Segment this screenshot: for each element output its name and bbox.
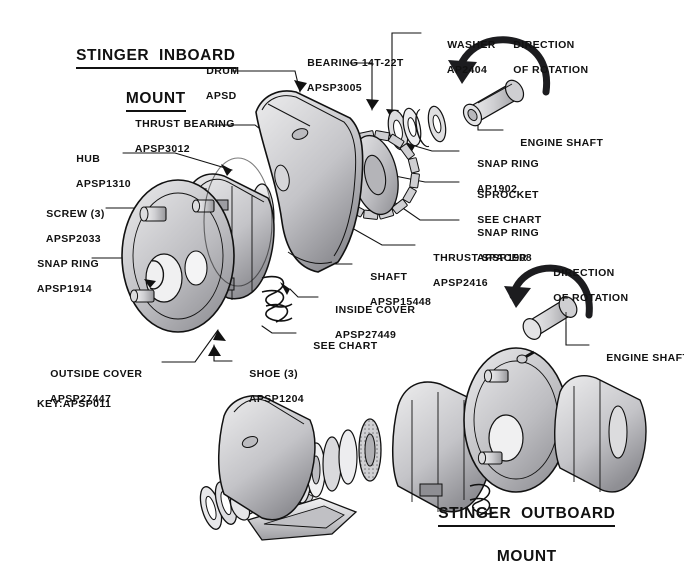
label-snap-ring-1902-line2: AP1902 bbox=[476, 182, 518, 195]
label-hub: HUB APSP1310 bbox=[63, 140, 131, 203]
label-shoe: SHOE (3) APSP1204 bbox=[236, 355, 304, 418]
label-snap-ring-1914-line2: APSP1914 bbox=[36, 282, 93, 295]
key-text: KEY:APSP011 bbox=[37, 398, 112, 410]
label-shaft: SHAFT APSP15448 bbox=[357, 258, 431, 321]
label-thrust-bearing: THRUST BEARING APSP3012 bbox=[122, 105, 235, 168]
label-inside-cover: INSIDE COVER APSP27449 bbox=[322, 291, 415, 354]
label-direction-top-line2: OF ROTATION bbox=[513, 63, 589, 76]
label-thrust-bearing-line1: THRUST BEARING bbox=[135, 117, 235, 130]
label-thrust-spacer-line1: THRUST SPACER bbox=[433, 251, 527, 264]
label-washer-line1: WASHER bbox=[447, 38, 496, 51]
label-sprocket: SPROCKET SEE CHART bbox=[464, 176, 542, 239]
spring-part bbox=[261, 275, 293, 323]
label-engine-shaft-top-line1: ENGINE SHAFT bbox=[520, 136, 604, 149]
label-see-chart-line1: SEE CHART bbox=[313, 339, 378, 352]
label-screw-line2: APSP2033 bbox=[45, 232, 102, 245]
label-snap-ring-1902: SNAP RING AP1902 bbox=[464, 145, 539, 208]
label-direction-top-line1: DIRECTION bbox=[513, 38, 575, 51]
label-snap-ring-1914: SNAP RING APSP1914 bbox=[24, 245, 99, 308]
label-bearing-line1: BEARING 14T-22T bbox=[307, 56, 404, 69]
label-thrust-spacer-line2: APSP2416 bbox=[432, 276, 489, 289]
outboard-ring-stack bbox=[199, 481, 238, 530]
engine-shaft-bottom-assembly bbox=[504, 264, 593, 340]
title-inboard-line1: STINGER INBOARD bbox=[76, 46, 236, 69]
label-engine-shaft-bottom: ENGINE SHAFT bbox=[593, 339, 684, 377]
label-sprocket-line1: SPROCKET bbox=[477, 188, 539, 201]
hub-part bbox=[203, 157, 273, 287]
label-see-chart: SEE CHART bbox=[300, 327, 378, 365]
outboard-disc bbox=[463, 347, 569, 493]
label-outside-cover-line2: APSP27447 bbox=[49, 392, 112, 405]
engine-shaft-top-assembly bbox=[448, 36, 551, 127]
outboard-mount-assembly bbox=[199, 347, 647, 541]
label-inside-cover-line1: INSIDE COVER bbox=[335, 303, 416, 316]
label-snap-ring-1908-line2: APSP1908 bbox=[476, 251, 533, 264]
label-washer-line2: AP2404 bbox=[446, 63, 488, 76]
outboard-far-housing bbox=[554, 374, 647, 493]
inboard-mount-assembly bbox=[121, 90, 447, 333]
label-direction-bottom: DIRECTION OF ROTATION bbox=[540, 254, 628, 317]
label-shoe-line2: APSP1204 bbox=[248, 392, 305, 405]
label-thrust-spacer: THRUST SPACER APSP2416 bbox=[420, 239, 527, 302]
label-snap-ring-1908: SNAP RING APSP1908 bbox=[464, 214, 539, 277]
title-outboard-line1: STINGER OUTBOARD bbox=[438, 504, 616, 527]
outboard-pin bbox=[516, 350, 535, 364]
outboard-spring bbox=[469, 483, 497, 517]
label-sprocket-line2: SEE CHART bbox=[477, 213, 542, 226]
label-outside-cover-line1: OUTSIDE COVER bbox=[50, 367, 143, 380]
label-direction-bottom-line2: OF ROTATION bbox=[553, 291, 629, 304]
label-outside-cover: OUTSIDE COVER APSP27447 bbox=[37, 355, 142, 418]
label-inside-cover-line2: APSP27449 bbox=[334, 328, 397, 341]
label-snap-ring-1914-line1: SNAP RING bbox=[37, 257, 100, 270]
label-bearing-line2: APSP3005 bbox=[306, 81, 363, 94]
outboard-bearing bbox=[358, 418, 382, 482]
label-screw: SCREW (3) APSP2033 bbox=[33, 195, 105, 258]
title-outboard: STINGER OUTBOARD MOUNT bbox=[412, 484, 622, 563]
label-direction-top: DIRECTION OF ROTATION bbox=[500, 26, 588, 89]
title-inboard-line2: MOUNT bbox=[125, 89, 186, 112]
outside-cover-disc bbox=[121, 179, 235, 333]
outboard-base bbox=[246, 497, 358, 541]
label-drum-line2: APSD bbox=[205, 89, 237, 102]
label-engine-shaft-bottom-line1: ENGINE SHAFT bbox=[606, 351, 684, 364]
title-inboard: STINGER INBOARD MOUNT bbox=[46, 26, 246, 132]
label-screw-line1: SCREW (3) bbox=[46, 207, 105, 220]
label-drum-line1: DRUM bbox=[206, 64, 240, 77]
label-snap-ring-1902-line1: SNAP RING bbox=[477, 157, 540, 170]
title-outboard-line2: MOUNT bbox=[497, 547, 557, 563]
label-direction-bottom-line1: DIRECTION bbox=[553, 266, 615, 279]
label-shaft-line1: SHAFT bbox=[370, 270, 408, 283]
label-engine-shaft-top: ENGINE SHAFT bbox=[507, 124, 603, 162]
drum-part bbox=[255, 90, 364, 273]
label-hub-line1: HUB bbox=[76, 152, 101, 165]
label-shaft-line2: APSP15448 bbox=[369, 295, 432, 308]
label-thrust-bearing-line2: APSP3012 bbox=[134, 142, 191, 155]
label-snap-ring-1908-line1: SNAP RING bbox=[477, 226, 540, 239]
label-bearing: BEARING 14T-22T APSP3005 bbox=[294, 44, 404, 107]
label-hub-line2: APSP1310 bbox=[75, 177, 132, 190]
label-drum: DRUM APSD bbox=[193, 52, 239, 115]
label-shoe-line1: SHOE (3) bbox=[249, 367, 298, 380]
outboard-housing bbox=[217, 395, 316, 521]
label-washer: WASHER AP2404 bbox=[434, 26, 496, 89]
